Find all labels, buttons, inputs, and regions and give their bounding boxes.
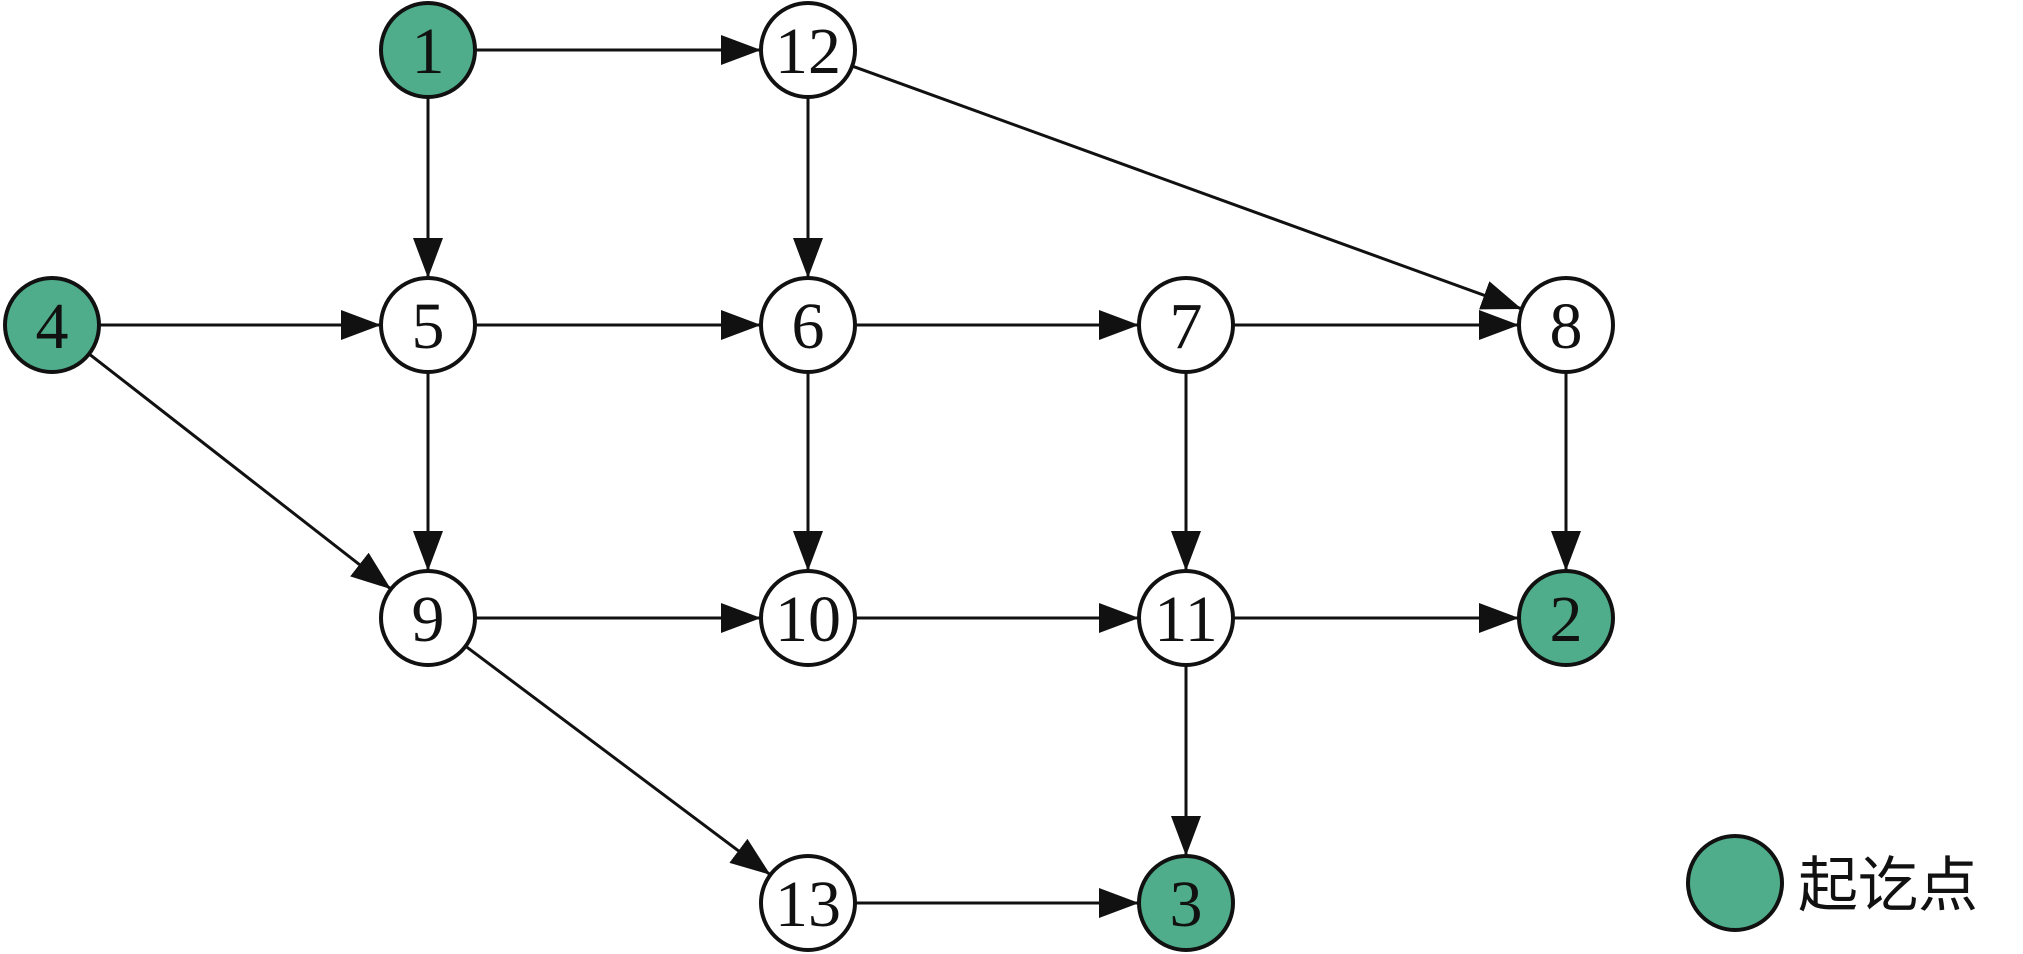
edge-4-to-9 [88, 352, 392, 591]
node-9: 9 [379, 569, 477, 667]
node-circle-2 [1517, 569, 1615, 667]
node-circle-1 [379, 1, 477, 99]
node-label-6: 6 [792, 290, 825, 363]
node-circle-8 [1517, 276, 1615, 374]
node-2: 2 [1517, 569, 1615, 667]
node-label-4: 4 [36, 290, 69, 363]
node-12: 12 [759, 1, 857, 99]
node-circle-12 [759, 1, 857, 99]
node-circle-4 [3, 276, 101, 374]
node-6: 6 [759, 276, 857, 374]
node-label-10: 10 [775, 583, 841, 656]
node-circle-10 [759, 569, 857, 667]
legend-label: 起讫点 [1798, 851, 1978, 921]
node-circle-3 [1137, 854, 1235, 952]
node-circle-6 [759, 276, 857, 374]
node-label-12: 12 [775, 15, 841, 88]
edges [88, 35, 1581, 918]
node-circle-7 [1137, 276, 1235, 374]
node-3: 3 [1137, 854, 1235, 952]
edge-9-to-13 [464, 645, 772, 876]
node-circle-9 [379, 569, 477, 667]
node-label-7: 7 [1170, 290, 1203, 363]
node-13: 13 [759, 854, 857, 952]
node-label-9: 9 [412, 583, 445, 656]
node-label-2: 2 [1550, 583, 1583, 656]
node-label-5: 5 [412, 290, 445, 363]
node-7: 7 [1137, 276, 1235, 374]
node-circle-13 [759, 854, 857, 952]
node-4: 4 [3, 276, 101, 374]
node-1: 1 [379, 1, 477, 99]
node-label-1: 1 [412, 15, 445, 88]
legend-endpoint-swatch [1686, 834, 1784, 932]
node-label-13: 13 [775, 868, 841, 941]
node-label-8: 8 [1550, 290, 1583, 363]
node-5: 5 [379, 276, 477, 374]
node-8: 8 [1517, 276, 1615, 374]
node-label-11: 11 [1154, 583, 1218, 656]
node-10: 10 [759, 569, 857, 667]
node-circle-11 [1137, 569, 1235, 667]
node-circle-5 [379, 276, 477, 374]
edge-12-to-8 [851, 64, 1523, 311]
node-label-3: 3 [1170, 868, 1203, 941]
legend: 起讫点 [1686, 834, 1978, 932]
node-11: 11 [1137, 569, 1235, 667]
